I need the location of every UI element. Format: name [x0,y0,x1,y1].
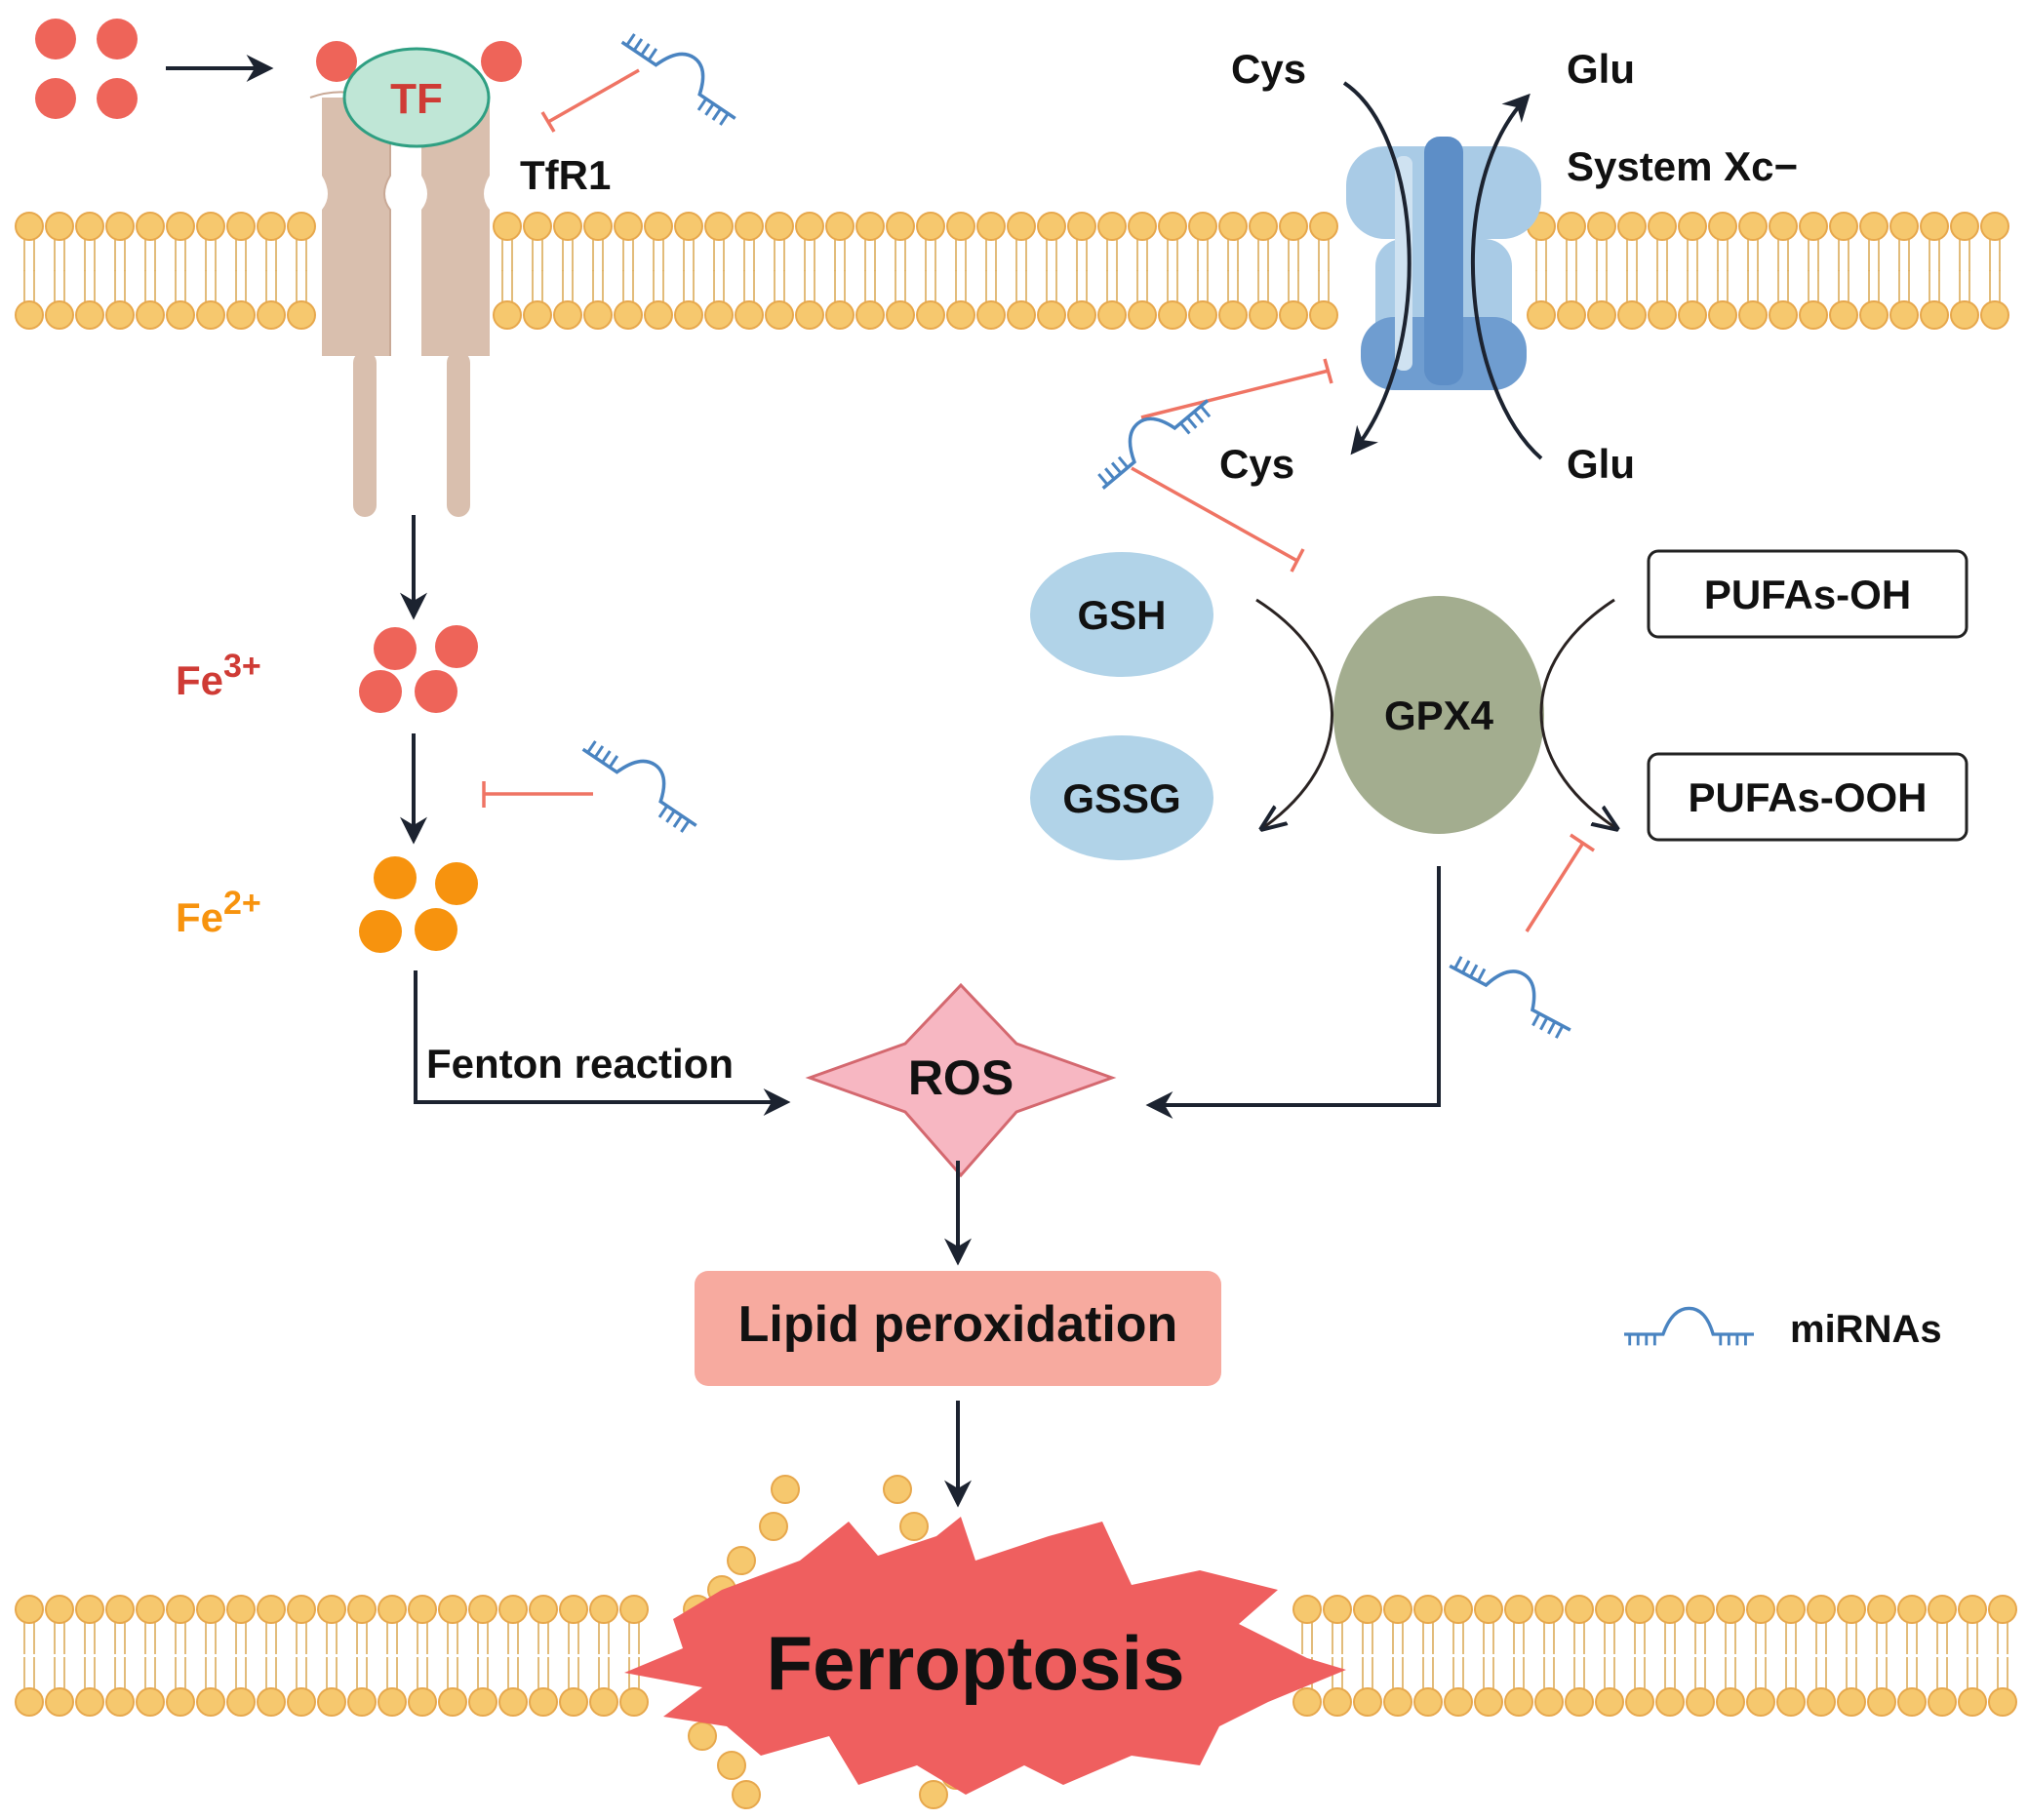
gssg-label: GSSG [1062,775,1180,821]
mirna-icon-iron-reduction [482,740,697,833]
glu-bottom-label: Glu [1567,441,1635,487]
tfr1-label: TfR1 [520,152,611,198]
tfr1-receptor [309,91,490,517]
legend-mirna-icon [1624,1306,1755,1346]
pufas-ooh-box [1647,752,1968,842]
pufas-oh-box [1647,549,1968,639]
glu-export-arrow [1470,93,1543,460]
fe2-label: Fe2+ [176,885,261,940]
ros-star [805,982,1117,1178]
cys-top-label: Cys [1231,46,1306,92]
gpx4-to-ros-arrow [1145,866,1441,1119]
fe2-ion-cluster [359,856,478,953]
lipid-peroxidation-label: Lipid peroxidation [738,1296,1178,1353]
cell-membrane-bottom [15,1595,2017,1717]
glu-top-label: Glu [1567,46,1635,92]
fe3-ion-cluster [359,625,478,713]
gpx4-ellipse [1333,596,1544,834]
legend-mirnas: miRNAs [1624,1306,1942,1351]
cell-membrane-top [15,212,2009,330]
gsh-label: GSH [1077,592,1166,638]
ferroptosis-burst [624,1517,1346,1795]
gsh-to-gssg-arrow [1255,598,1333,827]
lipid-peroxidation-box [695,1271,1221,1386]
ros-label: ROS [908,1050,1014,1105]
mirna-icon-tf [540,33,736,133]
cys-bottom-label: Cys [1219,441,1294,487]
gsh-ellipse [1030,552,1213,677]
pufas-oh-to-ooh-arrow [1539,598,1614,827]
mirna-icon-pufas [1449,833,1595,1039]
pufas-oh-label: PUFAs-OH [1704,572,1911,617]
pufas-ooh-label: PUFAs-OOH [1688,774,1927,820]
cys-import-arrow [1342,81,1412,455]
legend-mirnas-label: miRNAs [1790,1308,1942,1351]
gpx4-label: GPX4 [1384,692,1494,738]
tf-label: TF [390,75,443,123]
extracellular-iron-cluster [35,19,138,119]
transferrin: TF [316,41,522,148]
system-xc-transporter [1346,137,1541,390]
system-xc-label: System Xc− [1567,143,1798,189]
fenton-reaction-arrow [414,970,791,1116]
fe3-label: Fe3+ [176,648,261,703]
gssg-ellipse [1030,735,1213,860]
ferroptosis-label: Ferroptosis [766,1620,1184,1706]
mirna-icon-xc-gpx4 [1097,358,1333,573]
fenton-label: Fenton reaction [426,1041,734,1087]
